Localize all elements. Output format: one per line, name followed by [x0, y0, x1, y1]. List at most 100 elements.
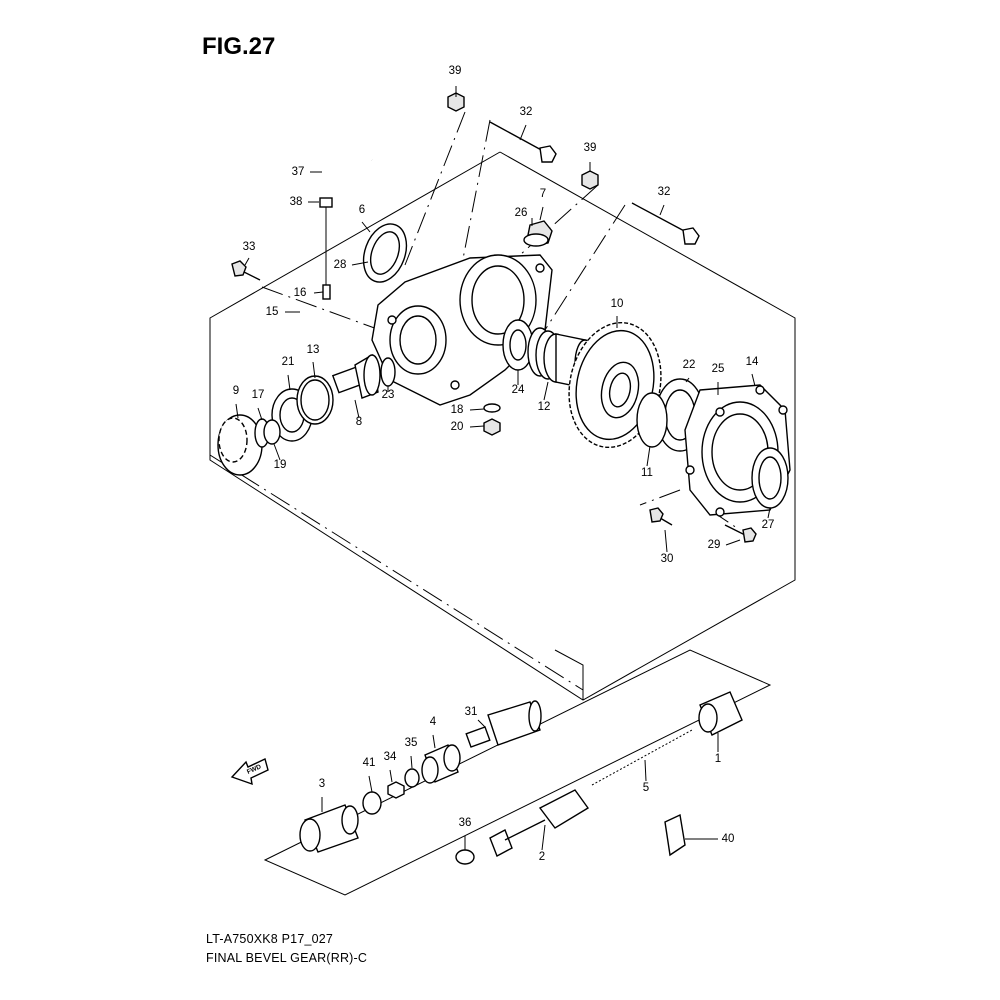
oil-seal-27	[751, 447, 789, 509]
callout-number: 7	[540, 188, 546, 200]
callout-number: 14	[746, 356, 759, 368]
callout-7: 7	[539, 188, 546, 221]
guide-line-6	[639, 489, 681, 506]
callout-33: 33	[243, 241, 255, 266]
shaft-frame-outline	[263, 649, 772, 896]
o-ring-36	[455, 849, 475, 865]
callout-1: 1	[715, 733, 721, 765]
leader-line	[351, 261, 369, 266]
spacer-23	[380, 357, 396, 387]
universal-joint-31	[465, 700, 542, 748]
callout-19: 19	[273, 443, 286, 471]
callout-32: 32	[519, 106, 533, 141]
boot-1	[698, 691, 743, 736]
callout-38: 38	[290, 196, 319, 208]
guide-line-4	[544, 204, 626, 331]
callout-25: 25	[712, 363, 725, 395]
callout-number: 32	[658, 186, 671, 198]
leader-line	[539, 206, 544, 221]
callout-30: 30	[661, 529, 674, 565]
callout-23: 23	[382, 386, 395, 401]
callout-number: 38	[290, 196, 303, 208]
leader-line	[541, 824, 546, 851]
callout-18: 18	[451, 404, 485, 416]
callout-5: 5	[643, 759, 649, 794]
callout-number: 1	[715, 753, 721, 765]
callout-number: 31	[465, 706, 478, 718]
callout-2: 2	[539, 824, 546, 863]
leader-line	[273, 443, 281, 461]
model-code: LT-A750XK8 P17_027	[206, 932, 334, 946]
figure-title: FIG.27	[202, 33, 276, 60]
callout-9: 9	[233, 385, 239, 419]
callout-29: 29	[708, 539, 741, 551]
callout-15: 15	[266, 306, 300, 318]
nut-39-right	[581, 170, 599, 190]
callout-number: 10	[611, 298, 624, 310]
callout-number: 34	[384, 751, 397, 763]
leader-line	[646, 445, 651, 467]
callout-4: 4	[430, 716, 437, 749]
nut-19	[263, 419, 281, 445]
callout-12: 12	[538, 381, 550, 413]
bolt-33	[231, 260, 261, 281]
propeller-shaft-2	[489, 789, 590, 857]
callout-number: 24	[512, 384, 525, 396]
coupling-4	[421, 744, 461, 784]
callout-16: 16	[294, 287, 324, 299]
callout-27: 27	[762, 507, 774, 531]
callout-37: 37	[292, 166, 322, 178]
callout-21: 21	[282, 356, 294, 391]
callout-number: 37	[292, 166, 305, 178]
callout-number: 32	[520, 106, 533, 118]
callout-32: 32	[658, 186, 671, 216]
stud-bolt-32-upper	[489, 121, 557, 163]
leader-line	[519, 124, 527, 141]
callout-number: 13	[307, 344, 320, 356]
dowel-pin	[322, 284, 331, 300]
spline-joint-3	[299, 804, 359, 853]
nut-34	[387, 781, 405, 799]
leader-line	[389, 769, 393, 783]
leader-line	[410, 755, 413, 769]
callout-number: 30	[661, 553, 674, 565]
leader-line	[312, 361, 316, 379]
callout-11: 11	[641, 445, 653, 479]
callout-24: 24	[512, 370, 525, 396]
callout-28: 28	[334, 259, 369, 271]
callout-number: 28	[334, 259, 347, 271]
callout-number: 8	[356, 416, 362, 428]
leader-line	[751, 373, 756, 387]
gear-case	[371, 254, 553, 406]
shim-13	[296, 375, 334, 425]
leader-line	[235, 403, 239, 419]
callout-number: 9	[233, 385, 239, 397]
callout-14: 14	[746, 356, 759, 387]
spring-5	[591, 729, 693, 786]
bolt-29	[724, 524, 757, 543]
callout-number: 40	[722, 833, 735, 845]
clamp-40	[664, 813, 686, 857]
callout-35: 35	[405, 737, 417, 769]
guide-line-5	[261, 286, 381, 331]
callout-number: 23	[382, 389, 395, 401]
fwd-arrow-icon: FWD	[230, 758, 269, 786]
figure-caption: FINAL BEVEL GEAR(RR)-C	[206, 951, 368, 965]
leader-line	[313, 291, 324, 294]
callout-number: 4	[430, 716, 437, 728]
leader-line	[469, 408, 485, 411]
washer-35	[404, 768, 420, 788]
callout-number: 41	[363, 757, 376, 769]
callout-number: 22	[683, 359, 696, 371]
callout-number: 6	[359, 204, 365, 216]
pinion-gear	[331, 353, 381, 399]
callout-10: 10	[611, 298, 624, 328]
callout-39: 39	[449, 65, 461, 97]
oil-seal-28	[362, 223, 408, 283]
leader-line	[368, 775, 373, 793]
gasket-18	[483, 403, 501, 413]
callout-number: 25	[712, 363, 725, 375]
